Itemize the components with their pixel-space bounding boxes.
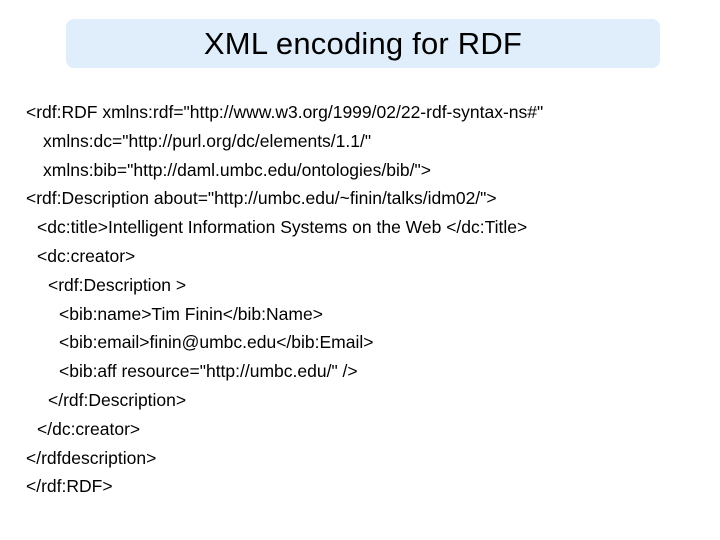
code-line-rdf-open: <rdf:RDF xmlns:rdf="http://www.w3.org/19… [26,102,544,122]
code-line-inner-description-open: <rdf:Description > [48,274,187,295]
code-line-xmlns-dc: xmlns:dc="http://purl.org/dc/elements/1.… [43,130,372,151]
code-line-description-close: </rdfdescription> [26,447,157,468]
code-line-bib-aff: <bib:aff resource="http://umbc.edu/" /> [59,361,358,382]
slide-title: XML encoding for RDF [203,25,523,61]
code-line-bib-name: <bib:name>Tim Finin</bib:Name> [59,303,323,324]
code-line-dc-creator-close: </dc:creator> [37,418,141,439]
code-line-inner-description-close: </rdf:Description> [48,389,187,410]
code-line-description-open: <rdf:Description about="http://umbc.edu/… [26,188,497,209]
rdf-xml-code-block: <rdf:RDF xmlns:rdf="http://www.w3.org/19… [26,98,543,501]
code-line-bib-email: <bib:email>finin@umbc.edu</bib:Email> [59,332,374,353]
code-line-xmlns-bib: xmlns:bib="http://daml.umbc.edu/ontologi… [43,159,431,180]
code-line-dc-title: <dc:title>Intelligent Information System… [37,217,528,238]
code-line-dc-creator-open: <dc:creator> [37,245,136,266]
title-box: XML encoding for RDF [66,19,660,68]
code-line-rdf-close: </rdf:RDF> [26,476,113,497]
